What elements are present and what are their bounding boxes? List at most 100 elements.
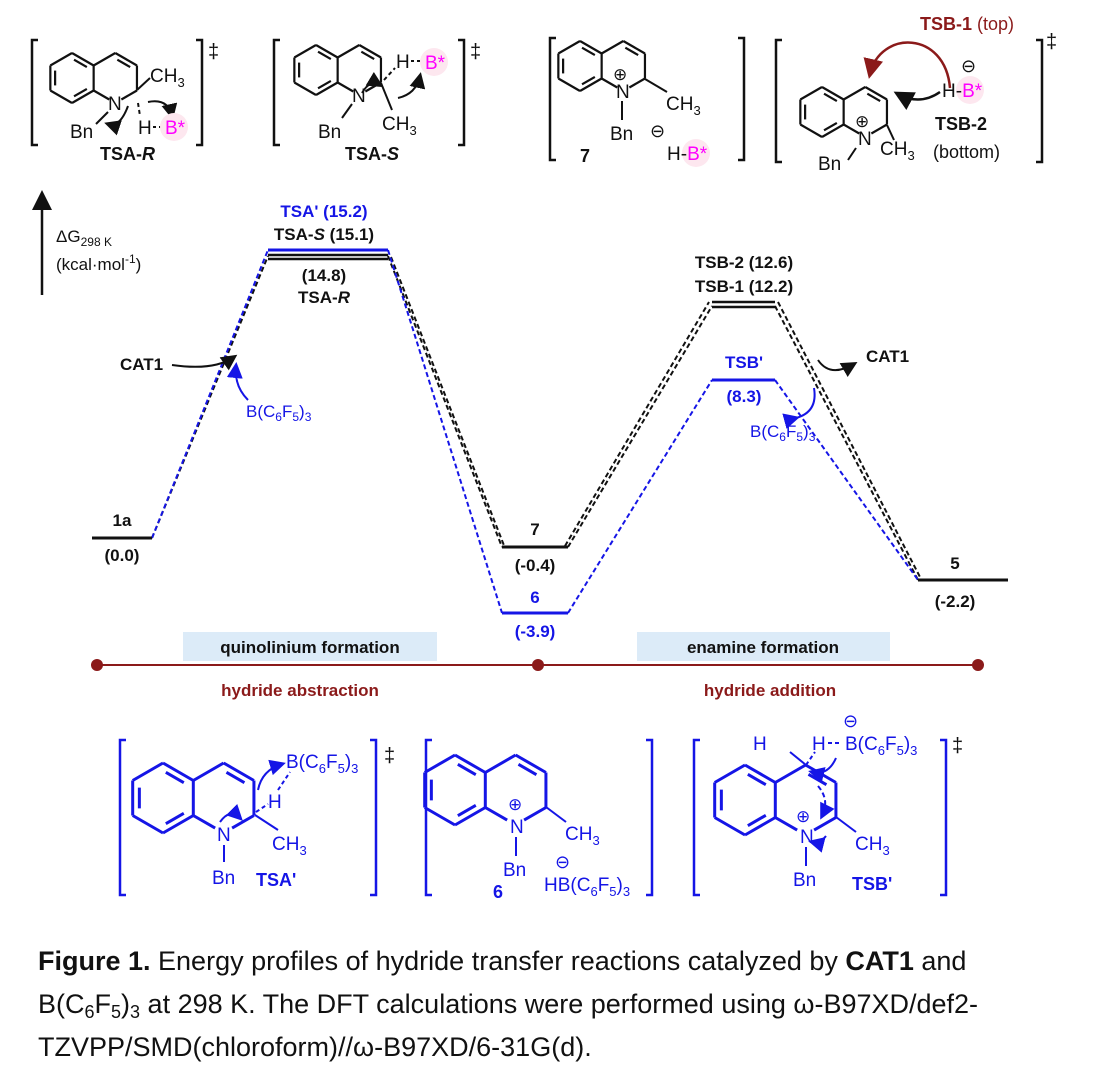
bond — [162, 814, 195, 835]
n-atom: N — [217, 825, 231, 846]
bcf-in-label: B(C6F5)3 — [246, 402, 312, 424]
n-atom: N — [510, 817, 524, 838]
bond — [131, 761, 164, 782]
quinoline-ring-icon — [713, 763, 838, 837]
level-tsa-r-name: TSA-R — [298, 288, 351, 307]
quinolinium-box — [183, 632, 437, 661]
bond — [713, 816, 746, 837]
figure-caption: Figure 1. Energy profiles of hydride tra… — [38, 946, 979, 1062]
quinoline-ring-icon — [49, 52, 139, 104]
structure-intermediate-6: ⊕ N Bn CH3 ⊖ HB(C6F5)3 6 — [423, 738, 654, 902]
bond — [821, 86, 845, 101]
level-tsb-1-name: TSB-1 (12.2) — [695, 277, 793, 296]
h-atom: H — [812, 734, 826, 755]
plus-charge-icon: ⊕ — [796, 807, 810, 826]
bond — [557, 77, 581, 92]
structure-tsa-s: ‡ N Bn CH3 H B* TSA-S — [272, 38, 481, 164]
n-atom: N — [616, 82, 630, 103]
double-bond — [581, 75, 596, 86]
double-bond — [581, 46, 596, 57]
n-atom: N — [858, 129, 872, 150]
minus-charge-icon: ⊖ — [555, 852, 570, 872]
bond — [628, 77, 646, 89]
bond — [114, 52, 138, 67]
energy-profile-diagram: ‡ CH3 N Bn H B* TSA-R ‡ N Bn CH3 H B* TS… — [30, 14, 1057, 902]
bond — [454, 806, 487, 827]
structure-intermediate-7: ⊕ N Bn CH3 ⊖ H-B* 7 — [548, 36, 746, 167]
tsb-prime-label: TSB' — [852, 874, 892, 894]
double-bond — [73, 87, 88, 98]
bond — [713, 763, 746, 784]
borane-label: B* — [165, 118, 186, 139]
bond — [774, 763, 807, 784]
hydride-abstraction-label: hydride abstraction — [221, 681, 379, 700]
level-7-name: 7 — [530, 520, 539, 539]
bracket — [424, 738, 654, 897]
bond — [162, 761, 195, 782]
ch3-label: CH3 — [855, 834, 890, 858]
bond — [579, 40, 603, 55]
bond — [358, 44, 382, 59]
hbcf-label: HB(C6F5)3 — [544, 875, 630, 899]
enamine-phase-label: enamine formation — [687, 638, 839, 657]
level-tsa-s-name: TSA-S (15.1) — [274, 225, 374, 244]
cat1-in-label: CAT1 — [120, 355, 163, 374]
double-bond — [747, 813, 767, 827]
ch3-label: CH3 — [272, 834, 307, 858]
cat1-out-arrow-icon — [817, 359, 858, 377]
bond — [523, 806, 547, 822]
bond — [870, 123, 888, 135]
connectors-cat1 — [151, 255, 922, 581]
quinoline-ring-icon — [131, 761, 256, 835]
bond — [579, 77, 603, 92]
bond — [131, 814, 164, 835]
bond — [799, 123, 823, 138]
bcf-label: B(C6F5)3 — [845, 734, 917, 758]
bond — [120, 89, 138, 101]
bond — [799, 86, 823, 101]
bond — [821, 123, 845, 138]
bn-label: Bn — [793, 870, 816, 891]
structure-tsa-r: ‡ CH3 N Bn H B* TSA-R — [30, 38, 219, 164]
double-bond — [73, 58, 88, 69]
bond — [93, 89, 110, 101]
bn-label: Bn — [503, 860, 526, 881]
bond — [514, 753, 547, 774]
double-bond — [823, 92, 838, 103]
structure-tsb-prime: ‡ ⊕ N Bn CH3 H H ⊖ B(C6F5)3 TSB' — [692, 711, 963, 897]
bond — [774, 816, 798, 832]
dagger: ‡ — [1046, 31, 1057, 53]
bond — [601, 40, 624, 55]
quinoline-ring-icon — [423, 753, 548, 827]
ch3-label: CH3 — [666, 94, 701, 118]
level-7-value: (-0.4) — [515, 556, 556, 575]
n-atom: N — [800, 827, 814, 848]
double-bond — [116, 58, 131, 69]
double-bond — [823, 121, 838, 132]
bn-label: Bn — [610, 124, 633, 145]
bond — [231, 814, 255, 830]
level-5-name: 5 — [950, 554, 959, 573]
h-atom: H — [753, 734, 767, 755]
hb-label: H-B* — [942, 81, 983, 102]
borane-label: B* — [425, 53, 446, 74]
bond — [49, 52, 73, 67]
hydride-addition-label: hydride addition — [704, 681, 836, 700]
h-atom: H — [268, 792, 282, 813]
level-6-name: 6 — [530, 588, 539, 607]
bond — [423, 753, 456, 774]
bond — [843, 123, 860, 135]
h-atom: H — [138, 118, 152, 139]
bond — [49, 89, 73, 104]
double-bond — [457, 803, 477, 817]
level-tsb-2-name: TSB-2 (12.6) — [695, 253, 793, 272]
level-1a-name: 1a — [113, 511, 132, 530]
double-bond — [317, 50, 332, 61]
tsa-r-label: TSA-R — [100, 144, 155, 164]
structure-tsb: ‡ TSB-1(top) ⊕ N Bn CH3 ⊖ H-B* TSB-2 (bo… — [774, 14, 1057, 175]
dagger: ‡ — [470, 41, 481, 63]
level-tsb-prime-name: TSB' — [725, 353, 763, 372]
bcf-in-arrow-icon — [226, 362, 249, 401]
top-attack-arrow-icon — [863, 41, 952, 89]
level-tsa-prime-name: TSA' (15.2) — [280, 202, 367, 221]
